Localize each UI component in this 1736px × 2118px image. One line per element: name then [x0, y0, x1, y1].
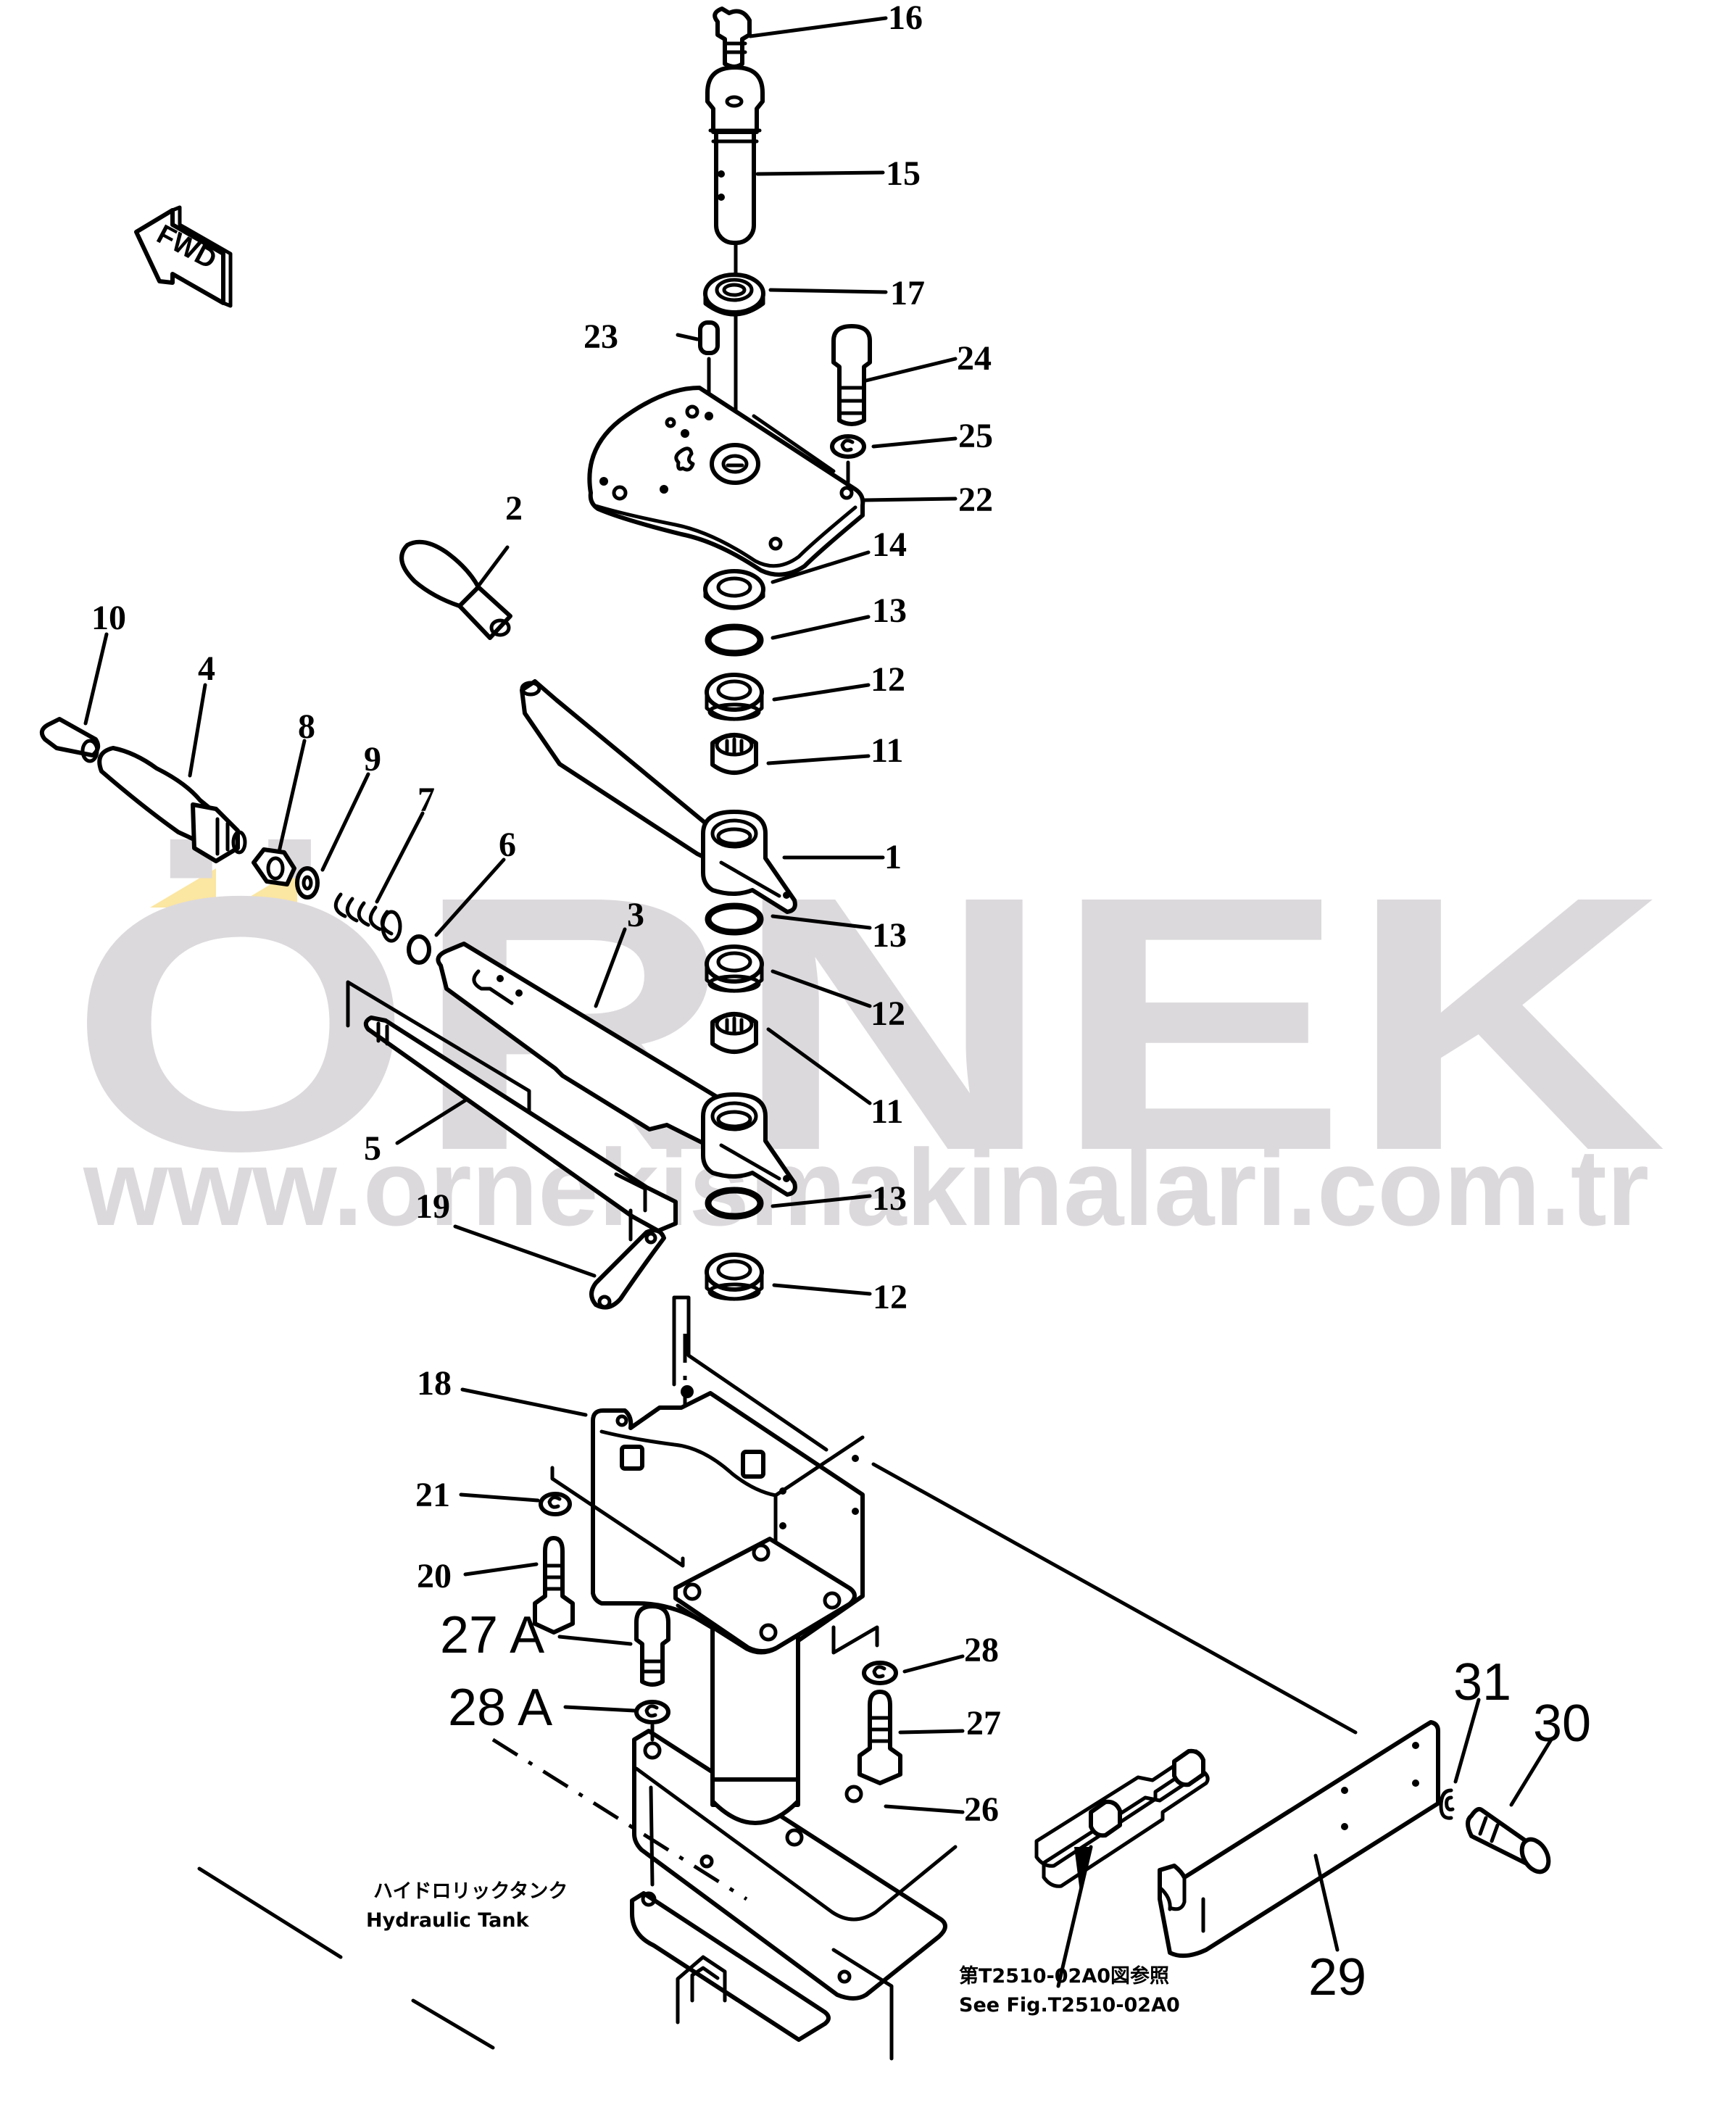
- watermark-brand: ÖRNEK: [69, 821, 1667, 1226]
- part-12-bearing-mid: [705, 944, 764, 993]
- callout-9: 9: [364, 740, 381, 778]
- part-30-bolt: [1466, 1807, 1551, 1874]
- callout-5: 5: [364, 1129, 381, 1168]
- part-6-ring: [407, 934, 431, 965]
- part-2-knob: [399, 539, 512, 640]
- callout-13c: 13: [872, 1179, 907, 1218]
- callout-12c: 12: [873, 1278, 908, 1316]
- part-7-spring: [333, 892, 402, 943]
- part-24-bolt: [831, 324, 872, 426]
- part-14-seal: [703, 569, 765, 610]
- part-4-grip: [97, 746, 247, 863]
- callout-16: 16: [888, 0, 923, 37]
- part-28A-washer: [634, 1700, 670, 1742]
- callout-13b: 13: [872, 916, 907, 955]
- part-26-pedestal: [632, 1537, 958, 2001]
- part-13-o-ring-lower: [705, 1187, 764, 1220]
- callout-11a: 11: [871, 731, 903, 770]
- callout-27: 27: [966, 1704, 1001, 1743]
- watermark: ÖRNEK www.ornekismakinalari.com.tr: [69, 821, 1667, 1248]
- callout-3: 3: [627, 896, 644, 934]
- control-cable-assembly: [1034, 1748, 1210, 1988]
- part-25-lock-washer: [830, 434, 866, 484]
- callout-13a: 13: [872, 591, 907, 630]
- part-31-washer: [1439, 1788, 1455, 1820]
- callout-29: 29: [1308, 1948, 1366, 2006]
- callout-23: 23: [583, 317, 618, 356]
- part-11-needle-bearing-upper: [710, 733, 758, 775]
- callout-labels: 16 15 17 23 24 25 22 14 13 12 11 1 2 10 …: [91, 0, 1591, 2006]
- callout-7: 7: [418, 781, 435, 819]
- part-12-bearing-lower: [705, 1253, 764, 1301]
- callout-2: 2: [505, 489, 523, 528]
- watermark-url: www.ornekismakinalari.com.tr: [83, 1126, 1649, 1248]
- part-19-link: [589, 1208, 666, 1310]
- part-20-bolt: [533, 1536, 575, 1635]
- part-10-pin: [39, 717, 101, 763]
- callout-12a: 12: [871, 660, 905, 699]
- part-12-bearing-upper: [705, 673, 764, 721]
- part-29-plate: [1158, 1720, 1440, 1959]
- callout-30-text: 30: [1533, 1695, 1591, 1753]
- part-13-o-ring-upper: [705, 623, 764, 657]
- part-23-dowel: [698, 320, 720, 401]
- part-11-needle-bearing-mid: [710, 1012, 758, 1054]
- callout-26-text: 26: [964, 1790, 999, 1829]
- callout-28: 28: [964, 1631, 999, 1669]
- hydraulic-tank-outline: [197, 1737, 894, 2061]
- tank-label-en: Hydraulic Tank: [366, 1909, 530, 1932]
- part-28-washer: [862, 1661, 898, 1685]
- forward-arrow-icon: FWD: [134, 205, 233, 308]
- callout-17: 17: [890, 274, 925, 312]
- callout-25: 25: [958, 417, 993, 455]
- part-27-bolt: [857, 1690, 902, 1785]
- callout-21: 21: [415, 1476, 450, 1514]
- callout-15: 15: [886, 154, 921, 193]
- part-3-lever: [436, 942, 797, 1197]
- watermark-accent-left: [150, 868, 216, 908]
- callout-4: 4: [198, 649, 215, 688]
- callout-1: 1: [884, 838, 902, 876]
- part-5-rod: [363, 1016, 678, 1233]
- callout-18-text: 18: [417, 1364, 452, 1403]
- callout-19: 19: [415, 1187, 450, 1226]
- part-22-plate: [587, 386, 865, 577]
- callout-20: 20: [417, 1557, 452, 1595]
- part-27A-bolt: [634, 1604, 670, 1687]
- callout-10: 10: [91, 599, 126, 637]
- callout-11b: 11: [871, 1092, 903, 1131]
- callout-27A: 27 A: [440, 1606, 544, 1664]
- tank-label-jp: ハイドロリックタンク: [373, 1880, 568, 1903]
- part-15-pin: [705, 65, 765, 245]
- callout-8: 8: [298, 707, 315, 746]
- ref-label-jp: 第T2510-02A0図参照: [959, 1964, 1169, 1988]
- part-17-bearing: [703, 273, 765, 317]
- ref-label-en: See Fig.T2510-02A0: [959, 1994, 1180, 2017]
- callout-24: 24: [957, 339, 992, 378]
- notes: ハイドロリックタンク Hydraulic Tank 第T2510-02A0図参照…: [366, 1880, 1180, 2017]
- part-9-washer: [295, 866, 320, 900]
- callout-12b: 12: [871, 994, 905, 1033]
- callout-6: 6: [499, 826, 516, 864]
- part-8-nut: [252, 847, 296, 886]
- leader-lines: [83, 16, 1553, 1952]
- callout-28A: 28 A: [448, 1679, 552, 1737]
- part-1-lever: [520, 679, 797, 914]
- callout-31: 31: [1453, 1653, 1511, 1711]
- leader-bracket-to-29: [871, 1462, 1358, 1735]
- callout-22: 22: [958, 481, 993, 519]
- part-13-o-ring-mid: [705, 902, 764, 936]
- callout-14: 14: [872, 526, 907, 564]
- part-16-grease-fitting: [713, 7, 752, 69]
- part-21-washer: [539, 1492, 572, 1516]
